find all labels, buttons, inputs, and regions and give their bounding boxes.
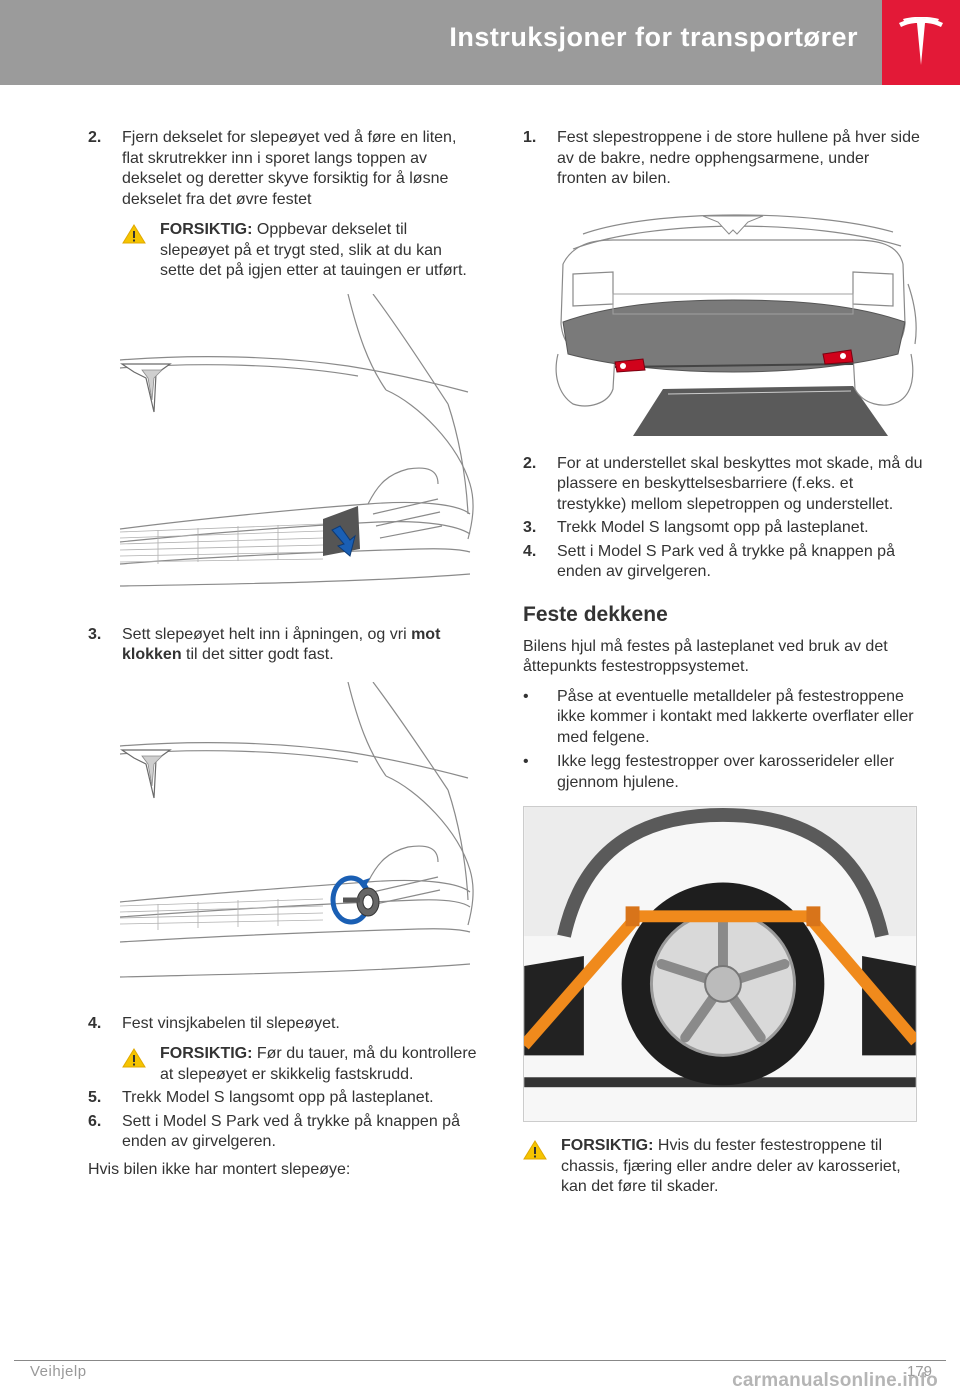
no-tow-eye-intro: Hvis bilen ikke har montert slepeøye: [88,1160,351,1178]
bullet-item: • Påse at eventuelle metalldeler på fest… [523,687,923,749]
left-column: 2. Fjern dekselet for slepeøyet ved å fø… [88,128,478,1180]
tesla-logo-icon [899,17,943,65]
caution-text: Hvis du fester festestroppene til chassi… [561,1137,901,1195]
caution-chassis-damage: FORSIKTIG: Hvis du fester festestroppene… [523,1136,923,1198]
bullet-icon: • [523,687,529,705]
section-intro: Bilens hjul må festes på lasteplanet ved… [523,637,888,676]
strap-icon [524,910,916,1050]
step-number: 6. [88,1112,102,1130]
step-3-pull-onto-flatbed: 3. Trekk Model S langsomt opp på lastepl… [523,518,923,539]
bullet-icon: • [523,753,529,770]
footer-section-name: Veihjelp [30,1363,87,1380]
figure-wheel-tie-down [523,806,917,1122]
step-1-attach-straps: 1. Fest slepestroppene i de store hullen… [523,128,923,190]
footer-divider [14,1360,946,1361]
warning-icon [122,1048,146,1068]
step-number: 2. [88,129,102,146]
step-number: 1. [523,129,537,146]
step-text: Fest vinsjkabelen til slepeøyet. [122,1014,340,1032]
warning-icon [122,224,146,244]
step-text: Trekk Model S langsomt opp på lasteplane… [122,1089,434,1106]
section-title-securing-tires: Feste dekkene [523,602,668,626]
step-6-park: 6. Sett i Model S Park ved å trykke på k… [88,1112,478,1153]
step-2-protection-barrier: 2. For at understellet skal beskyttes mo… [523,454,923,516]
bullet-text: Ikke legg festestropper over karosseride… [557,753,895,791]
footer-page-number: 179 [906,1363,932,1380]
tow-eye-icon [330,875,380,924]
bullet-text: Påse at eventuelle metalldeler på festes… [557,687,914,746]
page-header: Instruksjoner for transportører [0,0,960,85]
step-text: Sett slepeøyet helt inn i åpningen, og v… [122,625,441,664]
caution-check-eye: FORSIKTIG: Før du tauer, må du kontrolle… [122,1044,478,1085]
page-title: Instruksjoner for transportører [449,22,858,52]
figure-tow-eye-cover-removal [119,293,474,587]
step-5-pull-onto-flatbed: 5. Trekk Model S langsomt opp på lastepl… [88,1088,478,1109]
watermark-text: carmanualsonline.info [732,1370,938,1391]
step-2-remove-cover: 2. Fjern dekselet for slepeøyet ved å fø… [88,128,478,210]
bullet-item: • Ikke legg festestropper over karosseri… [523,752,923,793]
step-text: For at understellet skal beskyttes mot s… [557,454,923,513]
caution-text: Oppbevar dekselet til slepeøyet på et tr… [160,221,467,279]
step-4-park: 4. Sett i Model S Park ved å trykke på k… [523,542,923,583]
step-number: 3. [523,519,537,536]
step-text: Fest slepestroppene i de store hullene p… [557,129,920,187]
step-3-insert-eye: 3. Sett slepeøyet helt inn i åpningen, o… [88,625,478,666]
step-4-attach-winch: 4. Fest vinsjkabelen til slepeøyet. [88,1014,478,1035]
strap-hook-icon [614,357,646,373]
brand-logo-box [882,0,960,85]
arrow-icon [331,524,356,557]
step-number: 4. [88,1014,102,1032]
step-text: Sett i Model S Park ved å trykke på knap… [122,1112,460,1151]
caution-label: FORSIKTIG: [160,1045,253,1062]
strap-hook-icon [822,348,854,365]
step-text: Sett i Model S Park ved å trykke på knap… [557,542,895,581]
step-number: 4. [523,542,537,560]
caution-label: FORSIKTIG: [160,221,253,238]
step-number: 5. [88,1089,102,1106]
caution-store-cover: FORSIKTIG: Oppbevar dekselet til slepeøy… [122,220,478,282]
step-text: Fjern dekselet for slepeøyet ved å føre … [122,129,457,208]
caution-text: Før du tauer, må du kontrollere at slepe… [160,1045,477,1083]
step-number: 3. [88,625,102,643]
warning-icon [523,1140,547,1160]
caution-label: FORSIKTIG: [561,1137,654,1154]
right-column: 1. Fest slepestroppene i de store hullen… [523,128,923,1198]
step-number: 2. [523,454,537,472]
step-text: Trekk Model S langsomt opp på lasteplane… [557,519,869,536]
figure-undercarriage-strap-points [555,213,917,436]
figure-tow-eye-insertion [119,681,474,978]
